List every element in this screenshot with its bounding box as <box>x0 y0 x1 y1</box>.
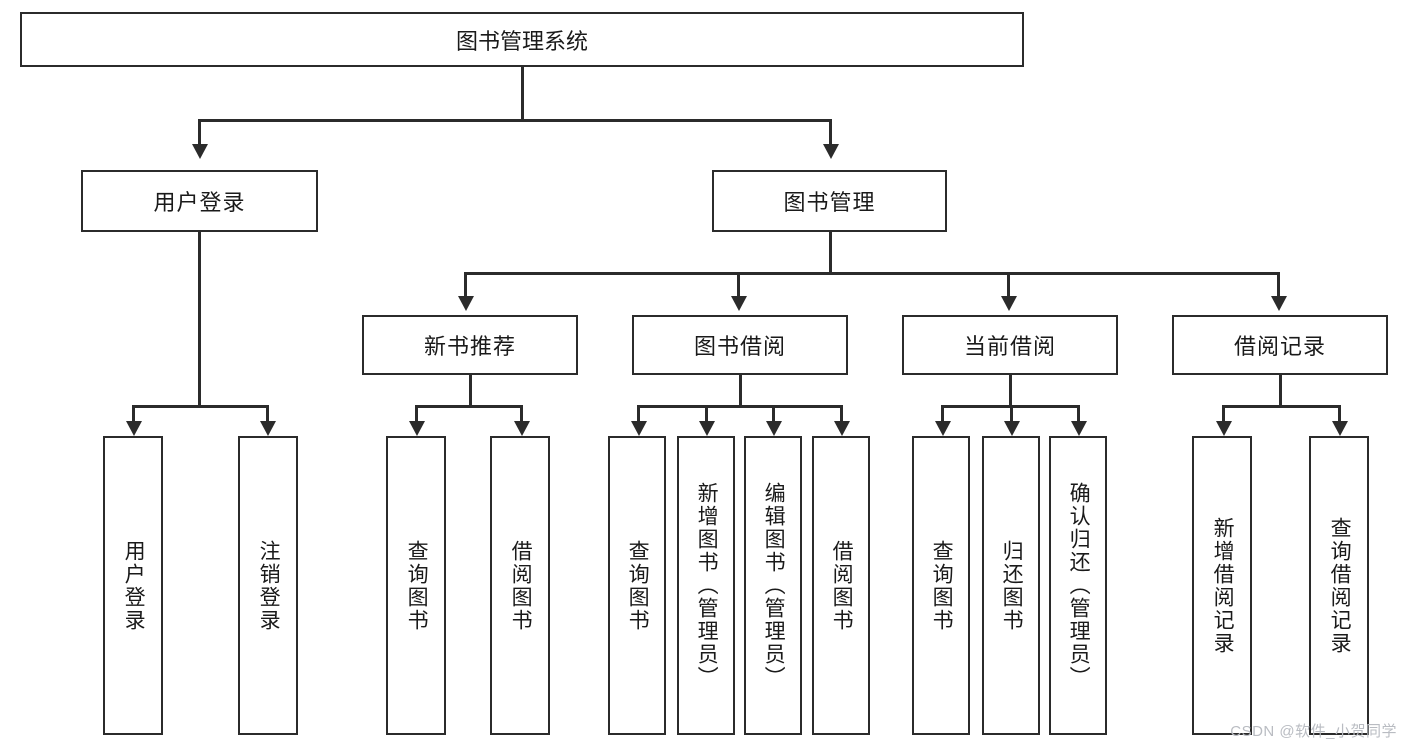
edge-recommend-drop-2 <box>520 405 523 423</box>
node-book-manage[interactable]: 图书管理 <box>712 170 947 232</box>
node-leaf-edit-book-label: 编辑图书（管理员） <box>762 482 786 689</box>
node-leaf-return-book-label: 归还图书 <box>1000 539 1024 632</box>
edge-recommend-drop-1 <box>415 405 418 423</box>
node-leaf-query-book-2-label: 查询图书 <box>626 539 650 632</box>
arrow-borrow-leaf-3 <box>766 421 782 436</box>
node-current-borrow[interactable]: 当前借阅 <box>902 315 1118 375</box>
node-book-borrow-label: 图书借阅 <box>693 334 786 359</box>
node-user-login[interactable]: 用户登录 <box>81 170 318 232</box>
edge-root-to-book-manage <box>829 119 832 146</box>
arrow-borrow-leaf-2 <box>699 421 715 436</box>
node-new-book-recommend[interactable]: 新书推荐 <box>362 315 578 375</box>
edge-borrow-drop-4 <box>840 405 843 423</box>
arrow-user-login-leaf-1 <box>126 421 142 436</box>
arrow-recommend-leaf-1 <box>409 421 425 436</box>
node-leaf-borrow-book-1[interactable]: 借阅图书 <box>490 436 550 735</box>
edge-book-manage-stem <box>829 232 832 274</box>
node-borrow-record[interactable]: 借阅记录 <box>1172 315 1388 375</box>
arrow-recommend-leaf-2 <box>514 421 530 436</box>
edge-record-drop-1 <box>1222 405 1225 423</box>
edge-current-drop-1 <box>941 405 944 423</box>
arrow-bm-to-record <box>1271 296 1287 311</box>
edge-borrow-stem <box>739 375 742 407</box>
arrow-root-to-user-login <box>192 144 208 159</box>
arrow-borrow-leaf-4 <box>834 421 850 436</box>
node-leaf-add-record[interactable]: 新增借阅记录 <box>1192 436 1252 735</box>
arrow-bm-to-borrow <box>731 296 747 311</box>
edge-root-bus <box>198 119 832 122</box>
node-leaf-borrow-book-1-label: 借阅图书 <box>509 539 533 632</box>
node-book-manage-label: 图书管理 <box>783 190 876 215</box>
node-leaf-user-logout-label: 注销登录 <box>257 539 281 632</box>
node-leaf-user-login-label: 用户登录 <box>122 539 146 632</box>
node-current-borrow-label: 当前借阅 <box>963 334 1056 359</box>
node-leaf-query-record[interactable]: 查询借阅记录 <box>1309 436 1369 735</box>
arrow-user-login-leaf-2 <box>260 421 276 436</box>
node-borrow-record-label: 借阅记录 <box>1233 334 1326 359</box>
edge-bm-to-borrow <box>737 272 740 298</box>
node-leaf-add-book[interactable]: 新增图书（管理员） <box>677 436 735 735</box>
node-leaf-confirm-return[interactable]: 确认归还（管理员） <box>1049 436 1107 735</box>
node-root[interactable]: 图书管理系统 <box>20 12 1024 67</box>
arrow-bm-to-current <box>1001 296 1017 311</box>
edge-user-login-bus <box>132 405 266 408</box>
edge-borrow-drop-1 <box>637 405 640 423</box>
edge-borrow-drop-3 <box>772 405 775 423</box>
edge-current-drop-3 <box>1077 405 1080 423</box>
node-leaf-borrow-book-2[interactable]: 借阅图书 <box>812 436 870 735</box>
node-leaf-query-book-1-label: 查询图书 <box>405 539 429 632</box>
edge-bm-to-recommend <box>464 272 467 298</box>
edge-user-login-stem <box>198 232 201 407</box>
arrow-current-leaf-1 <box>935 421 951 436</box>
node-leaf-query-book-2[interactable]: 查询图书 <box>608 436 666 735</box>
arrow-bm-to-recommend <box>458 296 474 311</box>
arrow-borrow-leaf-1 <box>631 421 647 436</box>
node-user-login-label: 用户登录 <box>153 190 246 215</box>
node-leaf-edit-book[interactable]: 编辑图书（管理员） <box>744 436 802 735</box>
edge-root-stem <box>521 67 524 121</box>
arrow-current-leaf-3 <box>1071 421 1087 436</box>
edge-user-login-drop-2 <box>266 405 269 423</box>
edge-recommend-stem <box>469 375 472 407</box>
edge-user-login-drop-1 <box>132 405 135 423</box>
edge-root-to-user-login <box>198 119 201 146</box>
node-leaf-confirm-return-label: 确认归还（管理员） <box>1067 482 1091 689</box>
node-leaf-add-book-label: 新增图书（管理员） <box>695 482 719 689</box>
edge-book-manage-bus <box>464 272 1280 275</box>
watermark: CSDN @软件_小贺同学 <box>1230 723 1397 740</box>
node-leaf-query-book-1[interactable]: 查询图书 <box>386 436 446 735</box>
edge-current-stem <box>1009 375 1012 407</box>
arrow-record-leaf-2 <box>1332 421 1348 436</box>
node-book-borrow[interactable]: 图书借阅 <box>632 315 848 375</box>
edge-current-drop-2 <box>1010 405 1013 423</box>
node-root-label: 图书管理系统 <box>455 28 588 54</box>
node-leaf-query-book-3[interactable]: 查询图书 <box>912 436 970 735</box>
edge-record-stem <box>1279 375 1282 407</box>
node-leaf-return-book[interactable]: 归还图书 <box>982 436 1040 735</box>
node-leaf-add-record-label: 新增借阅记录 <box>1211 516 1235 655</box>
arrow-current-leaf-2 <box>1004 421 1020 436</box>
edge-record-bus <box>1222 405 1340 408</box>
edge-bm-to-current <box>1007 272 1010 298</box>
node-new-book-recommend-label: 新书推荐 <box>423 334 516 359</box>
edge-record-drop-2 <box>1338 405 1341 423</box>
edge-bm-to-record <box>1277 272 1280 298</box>
arrow-root-to-book-manage <box>823 144 839 159</box>
node-leaf-user-login[interactable]: 用户登录 <box>103 436 163 735</box>
edge-borrow-drop-2 <box>705 405 708 423</box>
node-leaf-query-record-label: 查询借阅记录 <box>1328 516 1352 655</box>
edge-borrow-bus <box>637 405 842 408</box>
node-leaf-borrow-book-2-label: 借阅图书 <box>830 539 854 632</box>
node-leaf-user-logout[interactable]: 注销登录 <box>238 436 298 735</box>
node-leaf-query-book-3-label: 查询图书 <box>930 539 954 632</box>
edge-recommend-bus <box>415 405 523 408</box>
arrow-record-leaf-1 <box>1216 421 1232 436</box>
